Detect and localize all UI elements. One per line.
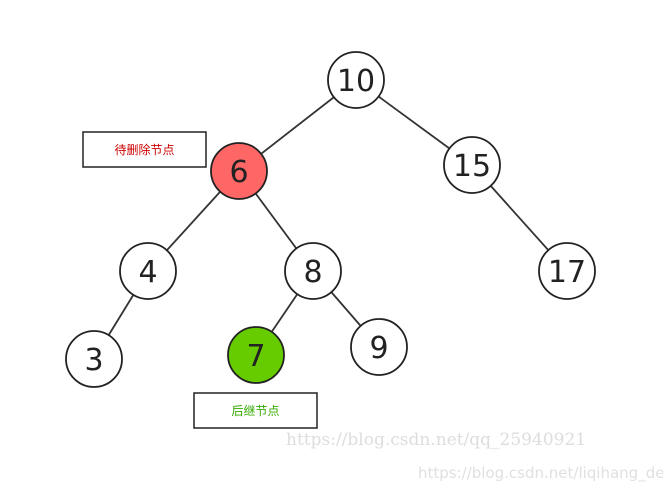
tree-node-circle <box>227 326 285 384</box>
watermark-line-2: https://blog.csdn.net/liqihang_dev <box>418 464 663 483</box>
tree-node-3: 3 <box>65 330 123 388</box>
tree-nodes: 10 6 15 4 8 17 3 7 9 <box>65 51 596 388</box>
tree-node-9: 9 <box>350 318 408 376</box>
delete-node-label: 待删除节点 <box>114 142 174 157</box>
tree-node-6: 6 <box>210 142 268 200</box>
tree-node-17: 17 <box>538 242 596 300</box>
tree-node-value: 10 <box>337 64 375 99</box>
successor-node-label: 后继节点 <box>231 404 279 418</box>
watermark-line-1: https://blog.csdn.net/qq_25940921 <box>286 430 586 450</box>
tree-node-value: 7 <box>246 339 265 374</box>
tree-node-8: 8 <box>284 242 342 300</box>
tree-node-value: 15 <box>453 149 491 184</box>
tree-node-circle <box>65 330 123 388</box>
delete-node-label-box: 待删除节点 <box>82 131 207 168</box>
tree-node-circle <box>284 242 342 300</box>
tree-node-circle <box>443 136 501 194</box>
tree-node-value: 17 <box>548 255 586 290</box>
tree-node-circle <box>210 142 268 200</box>
tree-node-circle <box>327 51 385 109</box>
tree-node-4: 4 <box>119 242 177 300</box>
tree-node-circle <box>119 242 177 300</box>
tree-node-circle <box>350 318 408 376</box>
tree-node-circle <box>538 242 596 300</box>
tree-node-7: 7 <box>227 326 285 384</box>
tree-node-value: 9 <box>369 331 388 366</box>
tree-node-15: 15 <box>443 136 501 194</box>
successor-node-label-box: 后继节点 <box>193 392 318 429</box>
tree-edges <box>93 79 568 360</box>
tree-node-value: 8 <box>303 255 322 290</box>
tree-node-value: 3 <box>84 343 103 378</box>
tree-node-value: 4 <box>138 255 157 290</box>
tree-node-value: 6 <box>229 155 248 190</box>
tree-node-10: 10 <box>327 51 385 109</box>
